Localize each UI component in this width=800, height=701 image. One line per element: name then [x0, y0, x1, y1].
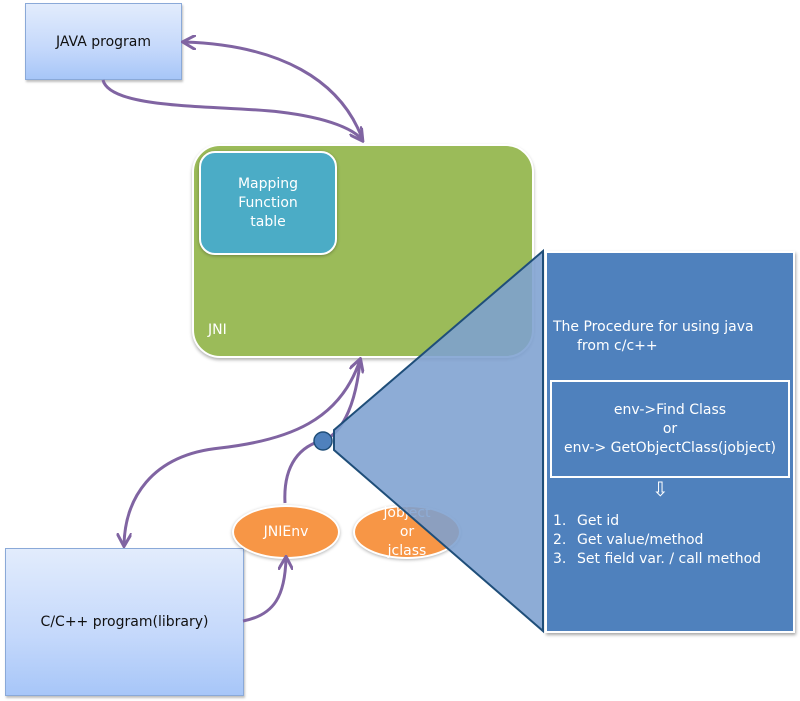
find-class-or: or — [662, 420, 678, 437]
step-item: 1.Get id — [553, 513, 620, 529]
mapping-line: table — [250, 213, 286, 230]
get-object-class-line: env-> GetObjectClass(jobject) — [564, 439, 776, 456]
mapping-line: Function — [238, 194, 298, 211]
arrow-jni-to-java — [184, 42, 364, 139]
arrow-java-to-jni — [101, 79, 362, 140]
mapping-line: Mapping — [237, 175, 299, 192]
cpp-program-box: C/C++ program(library) — [5, 548, 244, 696]
connection-node — [313, 431, 333, 451]
procedure-title: The Procedure for using java from c/c++ — [553, 318, 754, 356]
mapping-function-table-box: Mapping Function table — [199, 151, 337, 255]
procedure-title-line1: The Procedure for using java — [553, 319, 754, 335]
step-item: 3.Set field var. / call method — [553, 551, 762, 567]
step-item: 2.Get value/method — [553, 532, 704, 548]
callout-shape — [333, 248, 544, 634]
cpp-program-label: C/C++ program(library) — [40, 614, 209, 630]
jobject-line: or — [399, 523, 415, 540]
find-class-box: env->Find Class or env-> GetObjectClass(… — [550, 380, 790, 478]
java-program-box: JAVA program — [25, 3, 182, 80]
procedure-title-line2: from c/c++ — [577, 338, 658, 354]
jni-label: JNI — [208, 322, 227, 338]
jobject-line: jclass — [387, 542, 427, 559]
find-class-line: env->Find Class — [613, 401, 727, 418]
down-arrow-icon: ⇩ — [652, 477, 669, 501]
java-program-label: JAVA program — [55, 33, 152, 50]
arrow-jni-to-cpp — [124, 360, 360, 545]
steps-list: 1.Get id 2.Get value/method 3.Set field … — [553, 512, 761, 569]
arrow-cpp-to-jnienv — [242, 558, 286, 623]
